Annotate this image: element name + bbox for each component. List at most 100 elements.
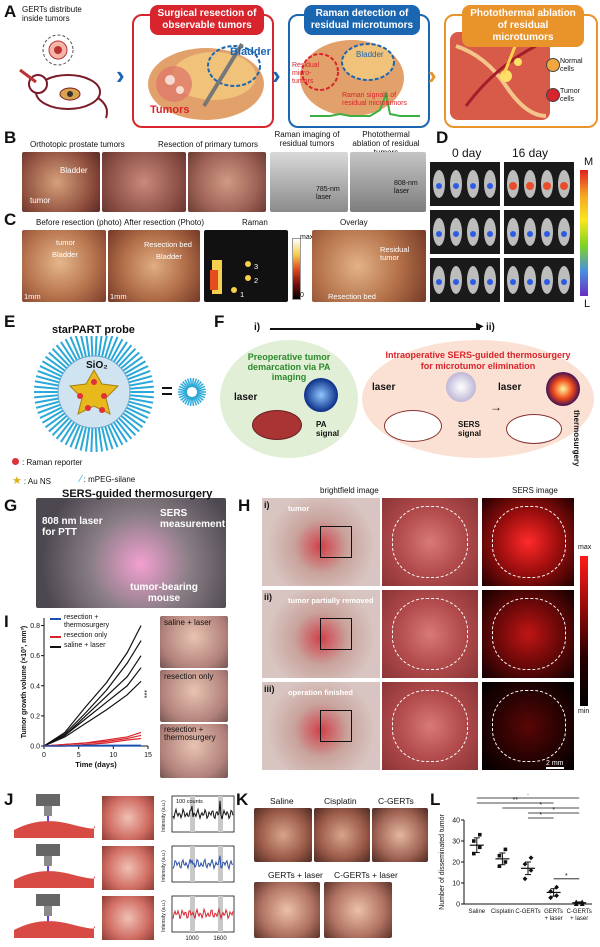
panel-label-f: F [214, 312, 225, 331]
panel-label-a: A [4, 2, 17, 21]
l-data-point [548, 895, 553, 901]
arrow-right-icon: → [490, 400, 502, 414]
h-zoom-photo [382, 590, 478, 678]
e-mini-strand [180, 394, 189, 401]
e-mini-strand [189, 377, 193, 388]
g-measure-label: SERS measurement [160, 508, 226, 530]
j-photo [102, 846, 154, 890]
f-tumor-mass [252, 410, 302, 440]
b-bladder-label: Bladder [60, 166, 88, 175]
e-raman-reporter [85, 405, 91, 411]
d-colorbar-min: L [584, 298, 591, 310]
i-series-line [43, 667, 142, 747]
i-legend-thermo-text: resection + thermosurgery [64, 614, 110, 629]
step2-bladder-label: Bladder [356, 50, 384, 59]
j-spectrum-line [172, 800, 234, 821]
tumor-cell-icon [546, 88, 560, 102]
mouse-caption: GERTs distribute inside tumors [22, 5, 82, 23]
h-header-sers: SERS image [512, 486, 558, 495]
c-bladder-label: Bladder [52, 250, 78, 259]
d-signal-spot [510, 279, 516, 285]
i-legend-resection-text: resection only [64, 632, 108, 639]
j-spectrum-svg: Intensity (a.u.) [161, 845, 235, 883]
k-photo-saline [254, 808, 312, 862]
d-colorbar [580, 170, 588, 296]
peg-line-icon: ⁄ [80, 474, 82, 485]
panel-label-h: H [238, 496, 251, 515]
f-right-laser-2: laser [498, 382, 522, 393]
panel-label-j: J [4, 790, 14, 809]
panel-label-b: B [4, 128, 17, 147]
h-sers-map [482, 682, 574, 770]
h-sers-outline [492, 506, 566, 578]
e-mini-strand [194, 381, 202, 389]
c-photo-overlay [312, 230, 426, 302]
c-photo-before [22, 230, 106, 302]
panel-label-d: D [436, 128, 449, 147]
j-setup-illustration [10, 844, 96, 890]
g-laser-label: 808 nm laser for PTT [42, 516, 103, 538]
e-mini-strand [196, 388, 206, 392]
l-category-label: C-GERTs [515, 909, 540, 915]
l-y-tick-label: 40 [452, 818, 460, 825]
l-category-label: + laser [545, 916, 563, 922]
b-photo-1 [22, 152, 100, 212]
l-data-point [478, 832, 482, 837]
c-residual-label: Residual tumor [380, 245, 410, 262]
i-photo-thermo [160, 724, 228, 778]
i-series-line [43, 625, 142, 747]
l-data-point [554, 884, 559, 890]
j-y-label: Intensity (a.u.) [161, 800, 167, 832]
c-scale-2: 1mm [110, 292, 127, 301]
j-x-tick-label: 1000 [185, 936, 199, 942]
l-y-tick-label: 0 [456, 902, 460, 909]
i-significance: *** [140, 690, 147, 699]
j-setup-illustration [10, 894, 96, 940]
f-left-signal: PA signal [316, 420, 340, 438]
i-photo-resection [160, 670, 228, 722]
e-title: starPART probe [52, 324, 135, 336]
l-data-point [497, 853, 502, 858]
step1-tumors-label: Tumors [150, 104, 190, 116]
e-raman-reporter [77, 393, 83, 399]
e-mini-strand [191, 396, 195, 407]
d-signal-spot [436, 279, 442, 285]
legend-tumor-label: Tumor cells [560, 88, 580, 103]
i-x-tick-label: 5 [77, 752, 81, 759]
e-mini-strand [178, 393, 188, 399]
i-legend-resection: resection only [50, 632, 130, 642]
c-caption-2: After resection (Photo) [124, 218, 205, 227]
i-y-tick-label: 0.4 [30, 683, 40, 690]
h-overview-photo [262, 590, 380, 678]
e-mini-strand [189, 396, 193, 407]
e-mini-strand [184, 395, 191, 405]
e-mini-strand [193, 395, 200, 405]
b-laser785-label: 785-nm laser [316, 186, 340, 201]
f-tissue-2 [506, 414, 562, 444]
h-row-index: i) [264, 500, 270, 510]
d-signal-spot [526, 182, 534, 190]
k-label-cgerts: C-GERTs [378, 796, 414, 806]
k-photo-cgerts [372, 808, 428, 862]
i-x-tick-label: 15 [144, 752, 152, 759]
e-mini-strand [196, 385, 206, 391]
l-data-point [497, 864, 502, 868]
h-zoom-outline [392, 506, 468, 578]
b-photo-5 [350, 152, 426, 212]
k-photo-cgerts-laser [324, 882, 392, 938]
c-colorbar [292, 238, 301, 300]
i-x-tick-label: 10 [109, 752, 117, 759]
step1-box [132, 14, 274, 128]
b-caption-3: Raman imaging of residual tumors [274, 130, 340, 148]
f-timeline-arrow [270, 328, 480, 330]
i-series-line [43, 640, 142, 747]
e-mini-strand [182, 395, 190, 403]
h-colorbar-min: min [578, 708, 590, 715]
i-series-line [44, 744, 142, 747]
l-significance-mark: * [565, 873, 568, 880]
d-colorbar-max: M [584, 156, 594, 168]
j-spectrum: Intensity (a.u.) [160, 844, 236, 892]
h-colorbar [580, 556, 588, 706]
h-scale-bar: 2 mm [546, 760, 564, 769]
